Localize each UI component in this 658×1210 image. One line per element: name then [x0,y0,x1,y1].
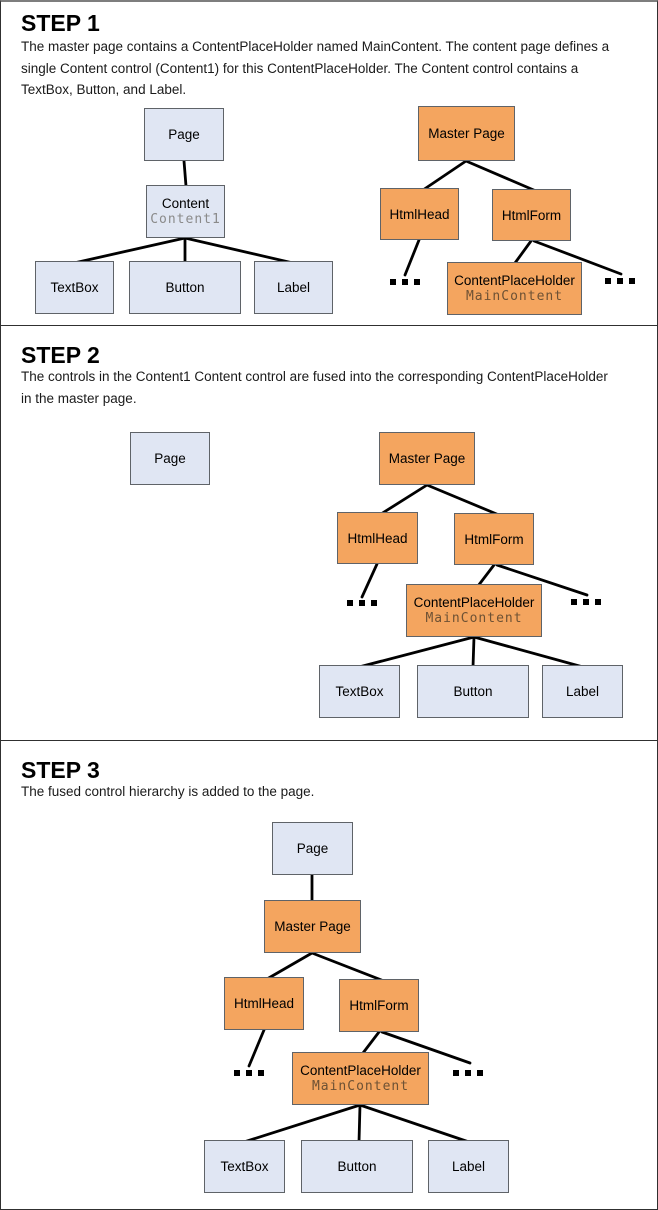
node-button: Button [301,1140,413,1193]
step-2-heading: STEP 2 [21,342,100,368]
node-sublabel: MainContent [311,1079,410,1094]
node-label: HtmlHead [347,530,408,546]
node-sublabel: MainContent [465,289,564,304]
node-label: ContentPlaceHolder [300,1063,421,1078]
ellipsis-icon [605,278,635,284]
ellipsis-icon [571,599,601,605]
node-textbox: TextBox [204,1140,285,1193]
step-3-description: The fused control hierarchy is added to … [21,781,314,803]
node-label: Label [565,684,600,699]
node-label: Master Page [388,451,466,466]
ellipsis-icon [347,600,377,606]
node-master-page: Master Page [264,900,361,953]
step-1-panel: STEP 1 The master page contains a Conten… [0,0,658,326]
node-label: HtmlForm [464,531,524,547]
step-3-heading: STEP 3 [21,757,100,783]
node-page: Page [130,432,210,485]
node-button: Button [129,261,241,314]
node-label: Master Page [428,126,505,141]
connector-lines [242,873,472,1144]
node-label: ContentPlaceHolder [454,273,575,288]
node-label: Master Page [274,919,351,934]
node-textbox: TextBox [319,665,400,718]
node-page: Page [272,822,353,875]
node-html-form: HtmlForm [454,513,534,565]
node-label: Content [161,196,210,211]
node-label: HtmlHead [233,996,295,1011]
step-1-description: The master page contains a ContentPlaceH… [21,36,609,101]
node-label: HtmlHead [389,206,450,222]
description-line: The master page contains a ContentPlaceH… [21,39,610,54]
node-label: Label [451,1159,486,1174]
node-label: Button [337,1159,377,1174]
node-label: HtmlForm [501,207,562,223]
node-label: Page [154,451,186,466]
node-sublabel: Content1 [150,212,221,227]
ellipsis-icon [234,1070,264,1076]
node-label: TextBox [50,280,99,295]
node-html-head: HtmlHead [224,977,304,1030]
step-2-panel: STEP 2 The controls in the Content1 Cont… [0,326,658,741]
description-line: single Content control (Content1) for th… [21,60,579,76]
node-page: Page [144,108,224,161]
ellipsis-icon [453,1070,483,1076]
node-html-head: HtmlHead [337,512,418,564]
node-content-placeholder: ContentPlaceHolder MainContent [447,262,582,315]
node-content-placeholder: ContentPlaceHolder MainContent [406,584,542,637]
node-label-control: Label [542,665,623,718]
node-html-form: HtmlForm [492,189,571,241]
node-content: Content Content1 [146,185,225,238]
node-button: Button [417,665,529,718]
node-content-placeholder: ContentPlaceHolder MainContent [292,1052,429,1105]
node-label-control: Label [254,261,333,314]
node-label: TextBox [220,1159,269,1174]
description-line: The controls in the Content1 Content con… [21,369,608,384]
node-label: HtmlForm [349,998,409,1013]
node-html-head: HtmlHead [380,188,459,240]
node-label: Button [165,280,205,295]
node-textbox: TextBox [35,261,114,314]
node-label: ContentPlaceHolder [413,595,535,610]
step-3-panel: STEP 3 The fused control hierarchy is ad… [0,741,658,1210]
node-label: Button [453,684,493,699]
node-label-control: Label [428,1140,509,1193]
ellipsis-icon [390,279,420,285]
node-sublabel: MainContent [425,611,523,626]
node-html-form: HtmlForm [339,979,419,1032]
description-line: in the master page. [21,390,137,406]
step-2-description: The controls in the Content1 Content con… [21,366,608,409]
description-line: The fused control hierarchy is added to … [21,784,315,799]
node-label: TextBox [335,684,384,699]
step-1-heading: STEP 1 [21,10,100,36]
node-label: Page [296,841,329,856]
node-label: Page [168,127,200,142]
node-master-page: Master Page [418,106,515,161]
node-label: Label [276,280,311,295]
description-line: TextBox, Button, and Label. [21,82,187,97]
node-master-page: Master Page [379,432,475,485]
